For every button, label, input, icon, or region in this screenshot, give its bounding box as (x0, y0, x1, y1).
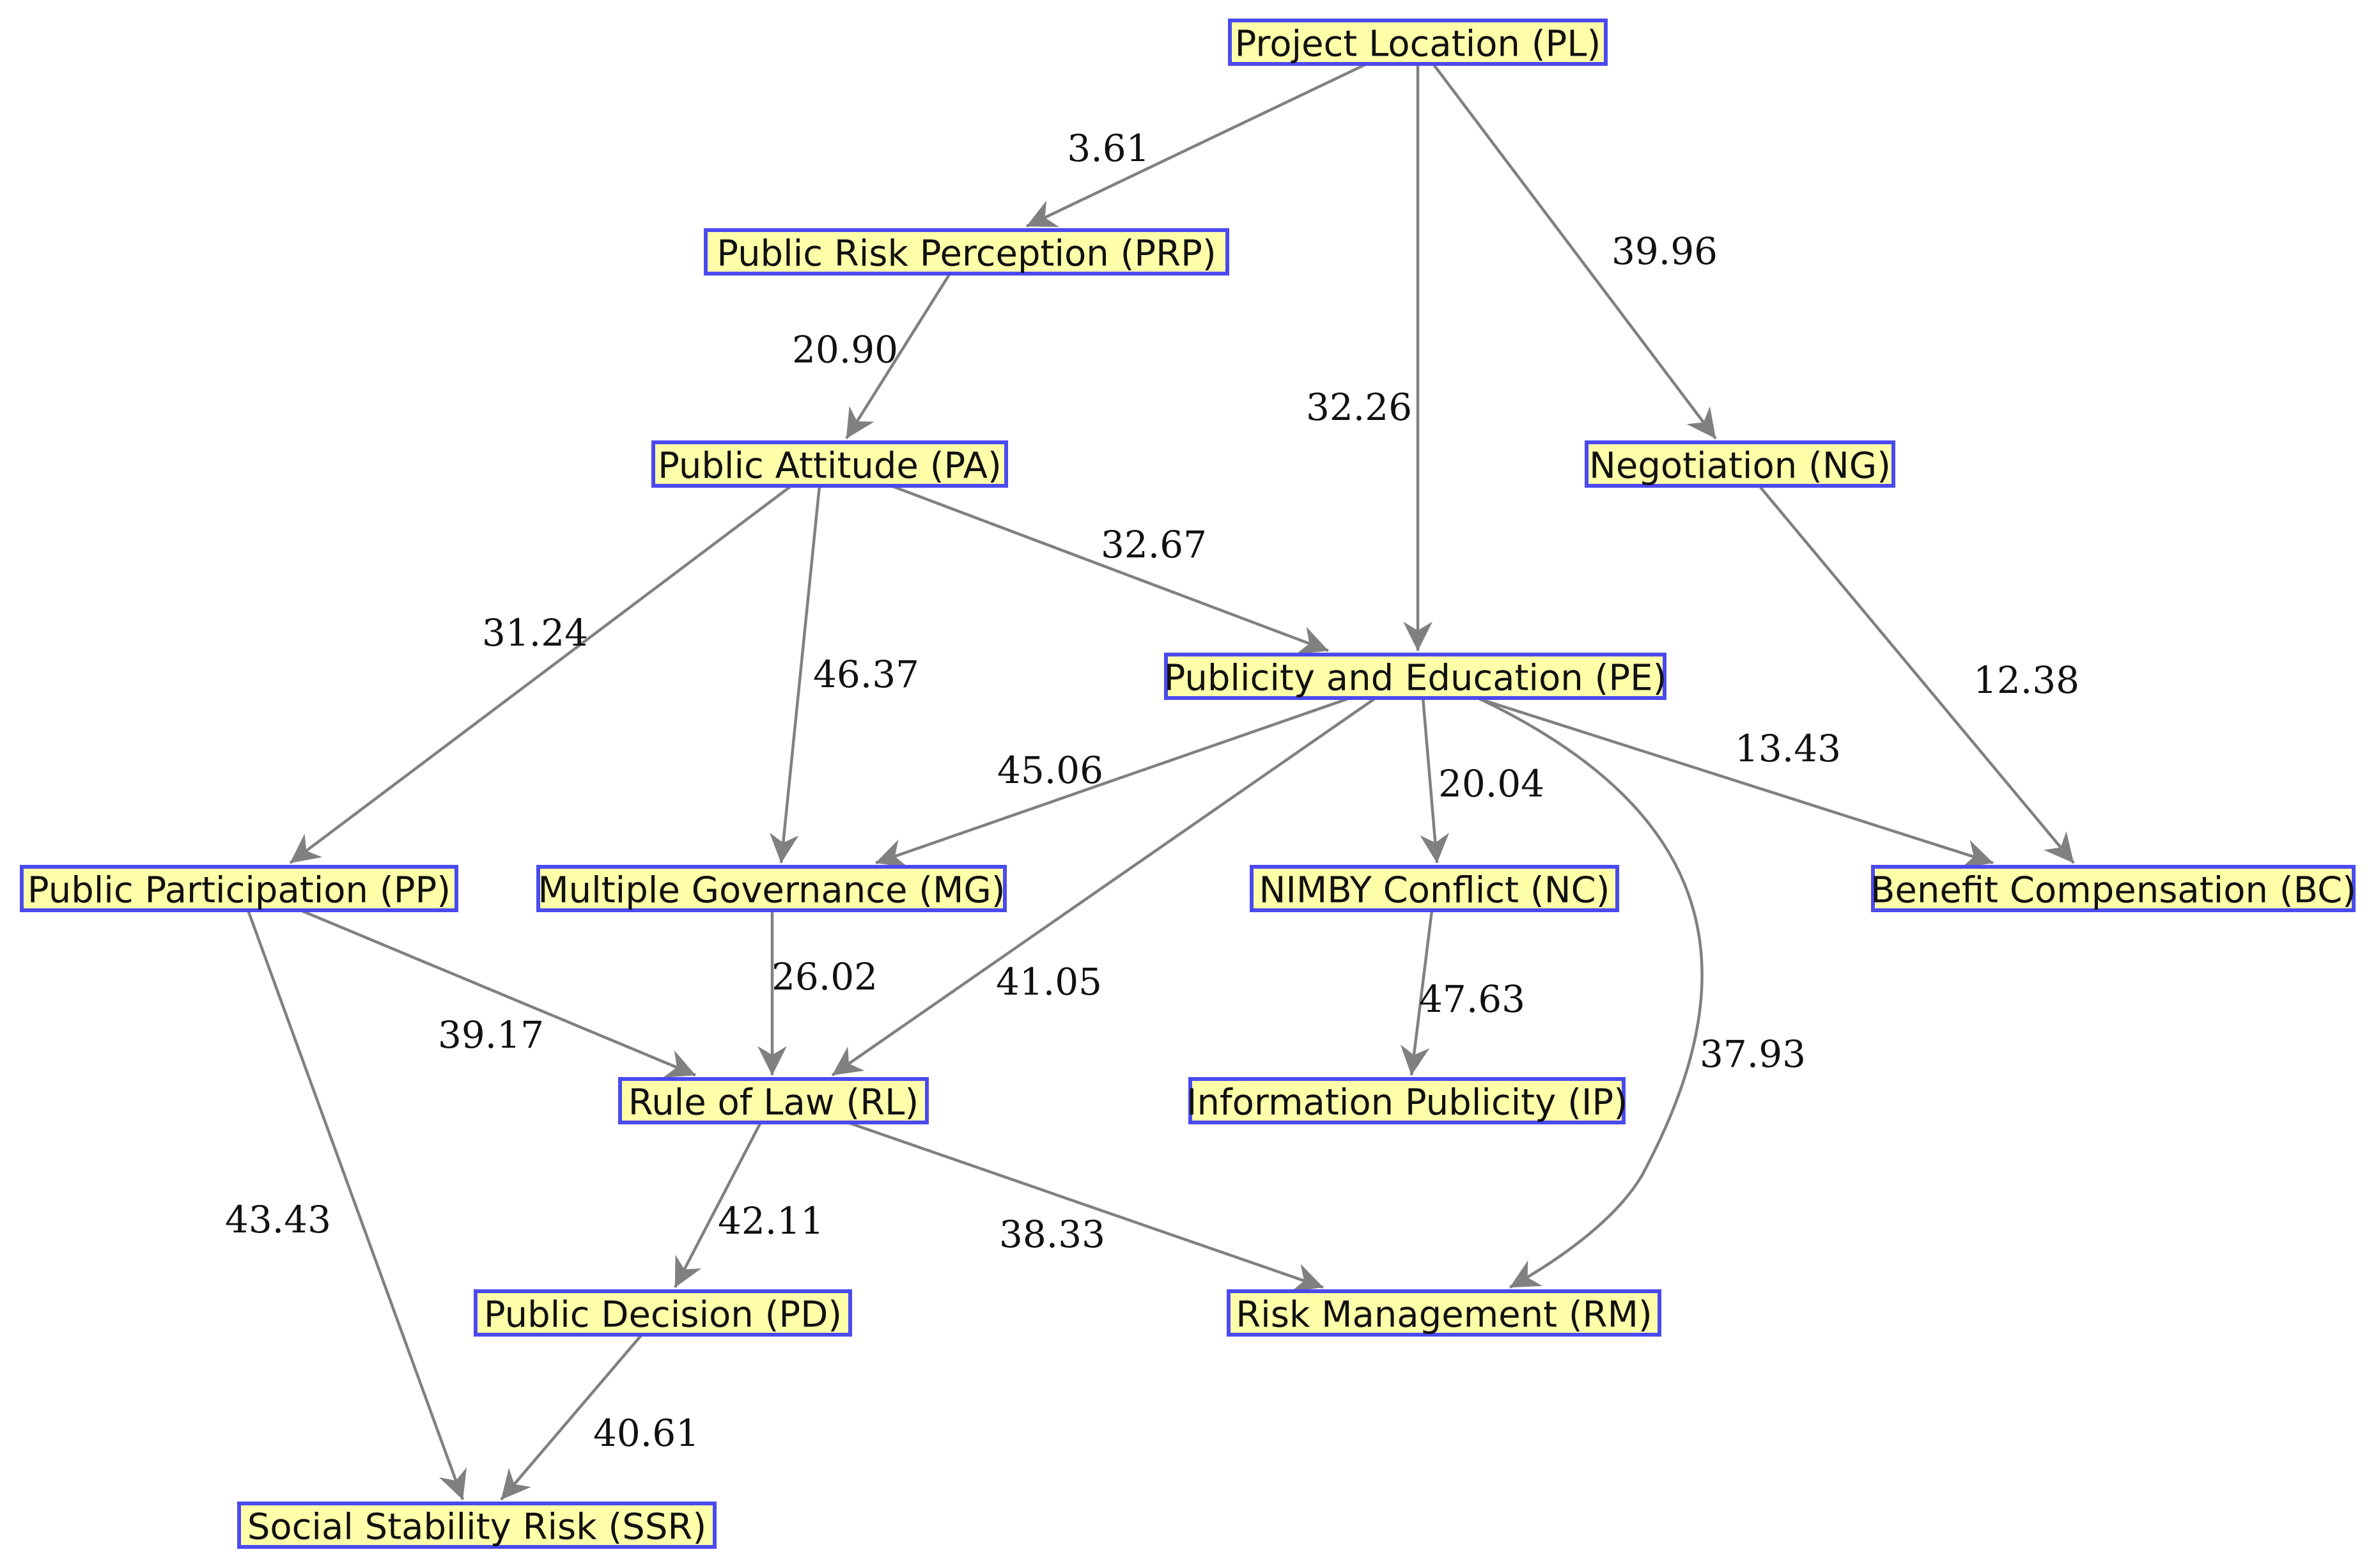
edge-weight-rl-to-rm: 38.33 (999, 1213, 1105, 1256)
edge-weight-pp-to-ssr: 43.43 (225, 1198, 331, 1241)
edge-weight-pe-to-mg: 45.06 (997, 749, 1103, 792)
node-box-bc (1871, 865, 2356, 912)
node-box-pd (474, 1289, 852, 1337)
edge-weight-pe-to-nc: 20.04 (1438, 762, 1544, 805)
node-label-pp: Public Participation (PP) (27, 870, 451, 912)
edge-arrow-nc-to-ip (1400, 910, 1434, 1076)
node-box-ng (1585, 440, 1895, 488)
edge-arrow-pe-to-rl (831, 697, 1377, 1076)
node-pa: Public Attitude (PA) (651, 440, 1008, 488)
edge-weight-prp-to-pa: 20.90 (792, 328, 898, 371)
node-box-pe (1164, 653, 1666, 700)
node-label-prp: Public Risk Perception (PRP) (717, 233, 1216, 275)
edge-weight-pa-to-pe: 32.67 (1101, 523, 1207, 566)
node-prp: Public Risk Perception (PRP) (704, 228, 1229, 276)
edge-arrow-prp-to-pa (845, 272, 951, 440)
node-box-nc (1250, 865, 1619, 912)
edge-arrow-pe-to-rm (1477, 696, 1704, 1289)
node-box-prp (704, 228, 1229, 276)
edge-weight-pe-to-bc: 13.43 (1735, 727, 1841, 770)
node-ssr: Social Stability Risk (SSR) (237, 1502, 717, 1549)
edge-arrow-pp-to-rl (300, 908, 696, 1078)
edge-arrow-rl-to-rm (847, 1121, 1324, 1292)
node-label-pe: Publicity and Education (PE) (1164, 658, 1667, 699)
node-rm: Risk Management (RM) (1227, 1289, 1661, 1337)
edge-arrow-pa-to-mg (769, 485, 821, 864)
node-box-pl (1228, 19, 1608, 66)
node-box-pp (20, 865, 458, 912)
edge-arrow-pa-to-pe (890, 484, 1329, 655)
edge-weight-pa-to-pp: 31.24 (482, 611, 588, 655)
node-label-pd: Public Decision (PD) (484, 1294, 842, 1336)
node-box-rm (1227, 1289, 1661, 1337)
node-label-ssr: Social Stability Risk (SSR) (247, 1507, 706, 1548)
node-label-bc: Benefit Compensation (BC) (1870, 870, 2356, 912)
edge-weight-pa-to-mg: 46.37 (813, 653, 919, 696)
node-label-mg: Multiple Governance (MG) (538, 870, 1005, 912)
edge-weight-mg-to-rl: 26.02 (772, 955, 878, 998)
edge-arrow-rl-to-pd (674, 1121, 762, 1289)
edge-weight-pl-to-prp: 3.61 (1067, 127, 1149, 170)
node-box-pa (651, 440, 1008, 488)
edge-weight-pe-to-rl: 41.05 (996, 960, 1102, 1004)
node-rl: Rule of Law (RL) (618, 1077, 929, 1124)
node-box-ip (1188, 1077, 1626, 1124)
edge-arrow-pl-to-ng (1432, 63, 1717, 440)
node-ip: Information Publicity (IP) (1186, 1077, 1627, 1124)
edge-weight-ng-to-bc: 12.38 (1973, 658, 2079, 702)
node-pd: Public Decision (PD) (474, 1289, 852, 1337)
edge-arrow-pp-to-ssr (246, 910, 467, 1500)
node-label-ng: Negotiation (NG) (1589, 446, 1891, 487)
edge-arrow-pa-to-pp (289, 485, 793, 864)
node-label-ip: Information Publicity (IP) (1186, 1082, 1627, 1124)
node-bc: Benefit Compensation (BC) (1870, 865, 2356, 912)
edge-weight-pp-to-rl: 39.17 (438, 1013, 544, 1057)
node-ng: Negotiation (NG) (1585, 440, 1895, 488)
edge-weight-pl-to-pe: 32.26 (1306, 385, 1412, 429)
edge-weight-nc-to-ip: 47.63 (1419, 977, 1525, 1021)
edge-arrow-pe-to-nc (1420, 697, 1450, 864)
edge-arrow-pd-to-ssr (500, 1333, 643, 1501)
node-box-mg (536, 865, 1007, 912)
edge-arrow-pe-to-bc (1476, 696, 1994, 869)
node-box-ssr (237, 1502, 717, 1549)
edge-arrow-pe-to-mg (875, 696, 1351, 867)
edge-weight-rl-to-pd: 42.11 (718, 1199, 824, 1243)
node-label-pl: Project Location (PL) (1235, 24, 1601, 65)
node-pl: Project Location (PL) (1228, 19, 1608, 66)
node-box-rl (618, 1077, 929, 1124)
node-label-rl: Rule of Law (RL) (628, 1082, 919, 1124)
node-label-nc: NIMBY Conflict (NC) (1259, 870, 1610, 912)
node-label-pa: Public Attitude (PA) (658, 446, 1002, 487)
edge-arrow-ng-to-bc (1758, 485, 2075, 864)
node-nc: NIMBY Conflict (NC) (1250, 865, 1619, 912)
edge-weight-pl-to-ng: 39.96 (1612, 229, 1718, 273)
node-pe: Publicity and Education (PE) (1164, 653, 1667, 700)
edge-arrow-pl-to-prp (1026, 62, 1367, 228)
edge-weight-pe-to-rm: 37.93 (1700, 1032, 1806, 1076)
node-pp: Public Participation (PP) (20, 865, 458, 912)
edge-weight-pd-to-ssr: 40.61 (593, 1411, 699, 1455)
node-mg: Multiple Governance (MG) (536, 865, 1007, 912)
node-label-rm: Risk Management (RM) (1236, 1294, 1652, 1336)
